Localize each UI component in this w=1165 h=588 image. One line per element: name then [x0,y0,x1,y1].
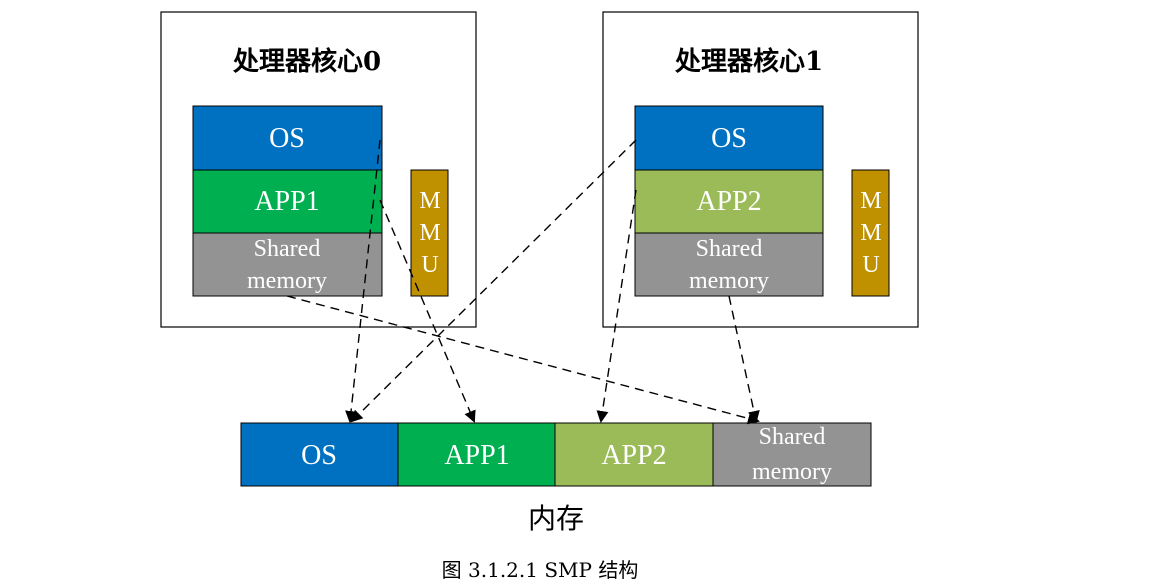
core-0-mmu-letter-3: U [421,252,438,278]
memory-shared-label-line2: memory [752,459,832,485]
core-0-shared-memory-block [192,232,383,297]
core-1: 处理器核心1 OS APP2 Shared memory M M U [602,11,919,328]
arrow-core0-shared-to-memory-shared [286,295,760,425]
figure-caption: 图 3.1.2.1 SMP 结构 [442,558,639,582]
core-1-shared-label-line1: Shared [696,236,763,262]
memory-shared-block [712,422,872,487]
core-0-mmu-block [410,169,449,297]
core-0-app1-block [192,169,383,234]
core-1-mmu-letter-2: M [860,220,881,246]
core-0: 处理器核心0 OS APP1 Shared memory M M U [160,11,477,328]
memory-shared-label-line1: Shared [759,424,826,450]
arrow-core0-app1-to-memory-app1 [379,199,476,423]
memory-app1-block [397,422,556,487]
memory-row: OS APP1 APP2 Shared memory 内存 [240,422,872,535]
arrow-core1-os-to-memory-os [350,139,637,423]
arrow-core1-shared-to-memory-shared [728,295,760,423]
core-0-title: 处理器核心0 [232,46,381,77]
core-1-title: 处理器核心1 [674,46,823,77]
core-0-app1-label: APP1 [254,186,319,217]
core-0-shared-label-line2: memory [247,268,327,294]
core-1-mmu-letter-3: U [862,252,879,278]
core-0-shared-label-line1: Shared [254,236,321,262]
core-0-os-block [192,105,383,171]
core-1-os-label: OS [711,123,747,154]
mapping-arrows [286,139,760,425]
memory-app1-label: APP1 [444,440,509,471]
core-0-mmu-letter-1: M [419,188,440,214]
arrow-core1-app2-to-memory-app2 [596,189,637,423]
memory-app2-label: APP2 [601,440,666,471]
core-1-shared-label-line2: memory [689,268,769,294]
memory-app2-block [554,422,714,487]
core-1-app2-block [634,169,824,234]
arrow-core0-os-to-memory-os [345,139,381,423]
core-1-mmu-letter-1: M [860,188,881,214]
core-1-mmu-block [851,169,890,297]
core-0-os-label: OS [269,123,305,154]
core-0-mmu-letter-2: M [419,220,440,246]
core-1-app2-label: APP2 [696,186,761,217]
memory-title: 内存 [528,502,584,535]
memory-os-label: OS [301,440,337,471]
